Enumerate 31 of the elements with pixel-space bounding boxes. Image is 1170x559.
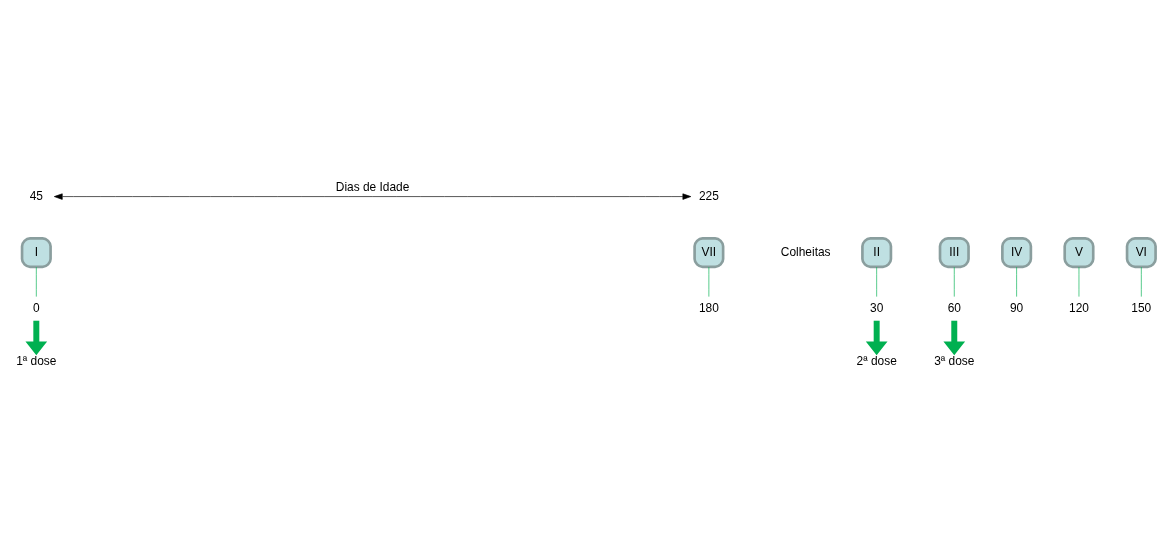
node-text: 90 xyxy=(1009,300,1024,315)
node-box: VII xyxy=(693,237,725,269)
node-text: 0 xyxy=(32,300,40,315)
node-text: 45 xyxy=(29,188,43,203)
connector xyxy=(1141,266,1142,297)
arrow xyxy=(53,193,692,200)
connector xyxy=(1016,266,1017,297)
node-text: 120 xyxy=(1069,300,1089,315)
arrow xyxy=(943,320,966,356)
node-text: 3ª dose xyxy=(934,354,975,369)
arrow xyxy=(865,320,888,356)
edge-label: Dias de Idade xyxy=(335,179,410,194)
node-text: 1ª dose xyxy=(16,354,57,369)
arrow xyxy=(25,320,48,356)
node-box: I xyxy=(20,237,52,269)
node-box: VI xyxy=(1125,237,1157,269)
node-box: II xyxy=(861,237,893,269)
node-text: 60 xyxy=(947,300,961,315)
connector xyxy=(708,266,710,297)
node-text: 30 xyxy=(870,300,884,315)
node-box: V xyxy=(1063,237,1095,269)
node-text: 225 xyxy=(698,188,719,203)
connector xyxy=(36,266,37,297)
node-text: 150 xyxy=(1131,300,1152,315)
connector xyxy=(953,266,955,297)
node-text: 2ª dose xyxy=(856,354,897,369)
node-text: 180 xyxy=(698,300,719,315)
node-box: IV xyxy=(1001,237,1033,269)
node-box: III xyxy=(938,237,970,269)
connector xyxy=(876,266,877,297)
label: Colheitas xyxy=(780,244,831,259)
